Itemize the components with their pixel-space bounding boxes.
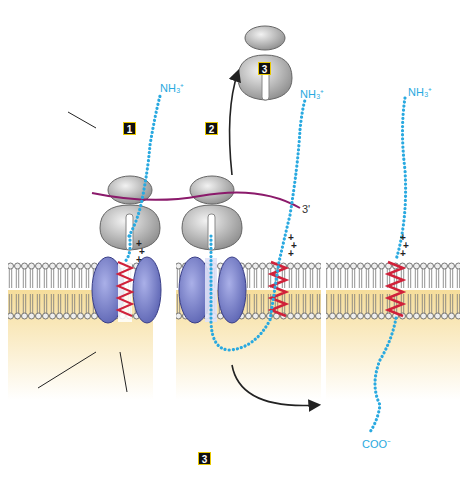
terminus-label: COO⁻ <box>362 438 391 450</box>
terminus-label: 3' <box>302 203 310 215</box>
callout-number: 3 <box>202 454 208 465</box>
callout-number: 1 <box>127 124 133 135</box>
callout-number: 3 <box>262 64 268 75</box>
terminus-label: NH₃⁺ <box>408 86 432 98</box>
callout-number: 2 <box>209 124 215 135</box>
charge-sign: + <box>288 248 294 260</box>
callout-box: 3 <box>258 62 271 75</box>
callout-box: 2 <box>205 122 218 135</box>
charge-sign: + <box>136 254 142 266</box>
terminus-label: NH₃⁺ <box>300 88 324 100</box>
callout-box: 1 <box>123 122 136 135</box>
callout-box: 3 <box>198 452 211 465</box>
terminus-label: NH₃⁺ <box>160 82 184 94</box>
charge-sign: + <box>400 248 406 260</box>
